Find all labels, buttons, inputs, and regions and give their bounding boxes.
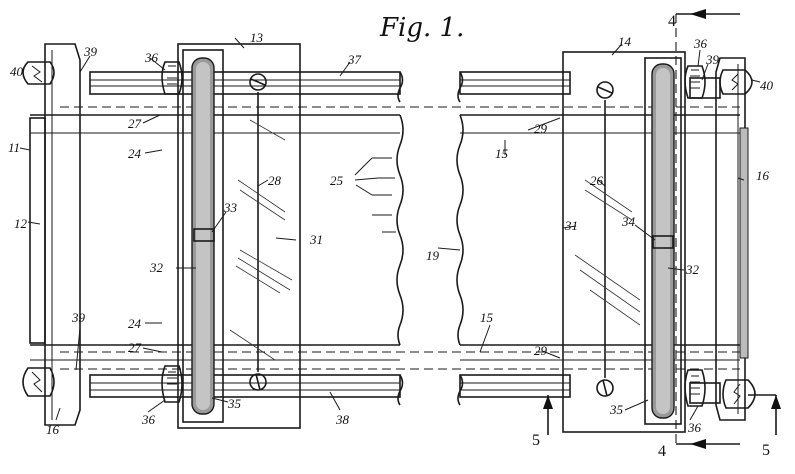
numeral-14: 14 [618, 34, 632, 49]
numeral-36-bottom-right: 36 [687, 420, 702, 435]
knob-bottom-left [22, 367, 55, 397]
numeral-28: 28 [268, 173, 282, 188]
left-end-bar [29, 43, 81, 426]
numeral-29-bottom: 29 [534, 343, 548, 358]
figure-title: Fig. 1. [379, 13, 464, 43]
numeral-40-left: 40 [10, 64, 24, 79]
numeral-31-left: 31 [309, 232, 323, 247]
wingnut-bottom-right [684, 369, 706, 407]
numeral-36-top-left: 36 [144, 50, 159, 65]
numeral-16-left: 16 [46, 422, 60, 437]
leader-lines [19, 37, 761, 421]
numeral-36-top-right: 36 [693, 36, 708, 51]
numeral-39-top-left: 39 [83, 44, 98, 59]
numeral-38: 38 [335, 412, 350, 427]
numeral-32-right: 32 [685, 262, 700, 277]
numeral-15-bottom: 15 [480, 310, 494, 325]
numeral-11: 11 [8, 140, 20, 155]
knob-top-left [22, 61, 55, 85]
numeral-35-left: 35 [227, 396, 242, 411]
numeral-32-left: 32 [149, 260, 164, 275]
left-clamp-frame [177, 43, 301, 429]
right-end-bar [715, 57, 749, 421]
wingnut-top-left [161, 61, 183, 95]
rod-bottom [89, 374, 721, 404]
numeral-35-right: 35 [609, 402, 624, 417]
numeral-12: 12 [14, 216, 28, 231]
numeral-24-bottom: 24 [128, 316, 142, 331]
right-clamp-frame [562, 51, 686, 433]
reference-numerals: 11 12 13 14 15 15 16 16 19 24 24 25 26 2… [8, 30, 774, 437]
knob-top-right [719, 69, 753, 95]
numeral-31-right: 31 [564, 218, 578, 233]
numeral-26: 26 [590, 173, 604, 188]
numeral-27-top: 27 [128, 116, 142, 131]
numeral-37: 37 [347, 52, 362, 67]
section-label-5-right: 5 [762, 442, 770, 459]
numeral-36-bottom-left: 36 [141, 412, 156, 427]
section-label-4-top: 4 [668, 13, 676, 30]
numeral-40-right: 40 [760, 78, 774, 93]
numeral-34: 34 [621, 214, 636, 229]
section-line-4: 4 4 [658, 9, 740, 460]
section-line-5: 5 5 [532, 394, 781, 459]
numeral-13: 13 [250, 30, 264, 45]
numeral-27-bottom: 27 [128, 340, 142, 355]
numeral-15-top: 15 [495, 146, 509, 161]
wingnut-bottom-left [161, 365, 183, 403]
section-label-5-left: 5 [532, 432, 540, 449]
numeral-29-top: 29 [534, 121, 548, 136]
numeral-39-bottom-left: 39 [71, 310, 86, 325]
film-sheet [30, 71, 740, 406]
numeral-24-top: 24 [128, 146, 142, 161]
numeral-39-top-right: 39 [705, 52, 720, 67]
numeral-25: 25 [330, 173, 344, 188]
wingnut-top-right [684, 65, 706, 99]
section-label-4-bottom: 4 [658, 443, 666, 460]
numeral-19: 19 [426, 248, 440, 263]
knob-bottom-right [722, 379, 756, 409]
numeral-33: 33 [223, 200, 238, 215]
rod-top [89, 71, 721, 99]
numeral-16-right: 16 [756, 168, 770, 183]
